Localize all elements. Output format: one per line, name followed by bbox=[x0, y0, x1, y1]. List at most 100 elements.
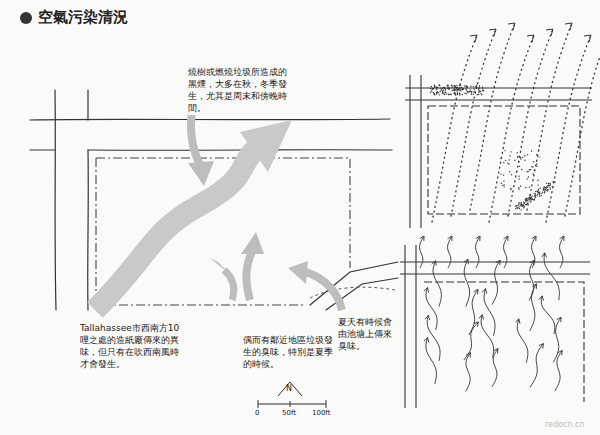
smoke-dot bbox=[434, 93, 435, 94]
arrow-head bbox=[565, 23, 572, 30]
road-edge bbox=[30, 119, 390, 120]
smoke-dot bbox=[519, 166, 520, 167]
smoke-dot bbox=[525, 200, 526, 201]
odor-drift bbox=[553, 317, 561, 362]
smoke-dot bbox=[539, 191, 540, 192]
odor-drift bbox=[475, 236, 480, 268]
odor-drift bbox=[484, 289, 495, 336]
smoke-dot bbox=[547, 186, 548, 187]
smoke-dot bbox=[526, 198, 527, 199]
road-edge bbox=[55, 90, 56, 310]
smoke-dot bbox=[443, 90, 444, 91]
smoke-dot bbox=[459, 93, 460, 94]
smoke-dot bbox=[533, 161, 534, 162]
smoke-drift bbox=[489, 37, 533, 222]
smoke-dot bbox=[453, 93, 454, 94]
scale-number: 100ft bbox=[312, 409, 342, 418]
smoke-dot bbox=[538, 189, 539, 190]
smoke-dot bbox=[460, 89, 461, 90]
smoke-dot bbox=[461, 86, 462, 87]
smoke-dot bbox=[454, 85, 455, 86]
smoke-dot bbox=[545, 189, 546, 190]
arrow-head bbox=[482, 289, 487, 294]
smoke-dot bbox=[548, 183, 549, 184]
smoke-dot bbox=[504, 150, 505, 151]
smoke-dot bbox=[534, 195, 535, 196]
smoke-dot bbox=[444, 94, 445, 95]
road-edge bbox=[405, 75, 592, 228]
smoke-dot bbox=[456, 87, 457, 88]
arrow-head bbox=[425, 315, 430, 320]
smoke-dot bbox=[473, 93, 474, 94]
smoke-dot bbox=[516, 152, 517, 153]
smoke-dot bbox=[521, 204, 522, 205]
smoke-dot bbox=[537, 195, 538, 196]
smoke-dot bbox=[543, 188, 544, 189]
smoke-dot bbox=[500, 174, 501, 175]
smoke-dot bbox=[524, 206, 525, 207]
smoke-dot bbox=[518, 202, 519, 203]
smoke-dot bbox=[448, 88, 449, 89]
smoke-dot bbox=[517, 156, 518, 157]
smoke-dot bbox=[471, 94, 472, 95]
smoke-dot bbox=[529, 187, 530, 188]
smoke-dot bbox=[442, 93, 443, 94]
smoke-dot bbox=[466, 93, 467, 94]
smoke-dot bbox=[525, 201, 526, 202]
smoke-dot bbox=[526, 200, 527, 201]
smoke-dot bbox=[451, 85, 452, 86]
smoke-dot bbox=[522, 205, 523, 206]
arrow-head bbox=[476, 236, 480, 241]
smoke-dot bbox=[454, 90, 455, 91]
smoke-dot bbox=[476, 85, 477, 86]
north-arrow bbox=[278, 382, 302, 396]
smoke-dot bbox=[530, 169, 531, 170]
smoke-dot bbox=[521, 205, 522, 206]
odor-drift bbox=[541, 296, 555, 334]
smoke-dot bbox=[438, 84, 439, 85]
smoke-dot bbox=[441, 88, 442, 89]
arrow-body bbox=[95, 150, 255, 310]
smoke-dot bbox=[473, 88, 474, 89]
smoke-dot bbox=[436, 92, 437, 93]
smoke-dot bbox=[530, 198, 531, 199]
smoke-dot bbox=[447, 85, 448, 86]
smoke-dot bbox=[439, 91, 440, 92]
smoke-dot bbox=[516, 207, 517, 208]
smoke-dot bbox=[507, 163, 508, 164]
smoke-dot bbox=[520, 158, 521, 159]
smoke-dot bbox=[482, 86, 483, 87]
smoke-dot bbox=[536, 165, 537, 166]
arrow-head bbox=[240, 120, 292, 172]
arrow-head bbox=[424, 338, 429, 343]
smoke-dot bbox=[457, 87, 458, 88]
smoke-dot bbox=[520, 205, 521, 206]
smoke-dot bbox=[437, 91, 438, 92]
smoke-dot bbox=[521, 202, 522, 203]
smoke-dot bbox=[450, 94, 451, 95]
smoke-dot bbox=[459, 94, 460, 95]
arrow-head bbox=[188, 161, 214, 186]
smoke-drift bbox=[508, 31, 552, 216]
smoke-dot bbox=[460, 90, 461, 91]
smoke-dot bbox=[501, 183, 502, 184]
smoke-dot bbox=[450, 94, 451, 95]
arrow-head bbox=[241, 232, 264, 254]
smoke-dot bbox=[467, 86, 468, 87]
smoke-dot bbox=[524, 159, 525, 160]
odor-drift bbox=[559, 236, 564, 268]
smoke-dot bbox=[455, 86, 456, 87]
smoke-dot bbox=[518, 176, 519, 177]
smoke-dot bbox=[547, 185, 548, 186]
smoke-dot bbox=[530, 201, 531, 202]
arrow-head bbox=[584, 35, 591, 42]
smoke-dot bbox=[535, 193, 536, 194]
smoke-dot bbox=[454, 85, 455, 86]
odor-drift bbox=[544, 253, 559, 300]
smoke-dot bbox=[537, 191, 538, 192]
smoke-dot bbox=[440, 87, 441, 88]
north-scale bbox=[258, 382, 326, 408]
smoke-dot bbox=[454, 85, 455, 86]
smoke-dot bbox=[522, 157, 523, 158]
smoke-dot bbox=[522, 205, 523, 206]
